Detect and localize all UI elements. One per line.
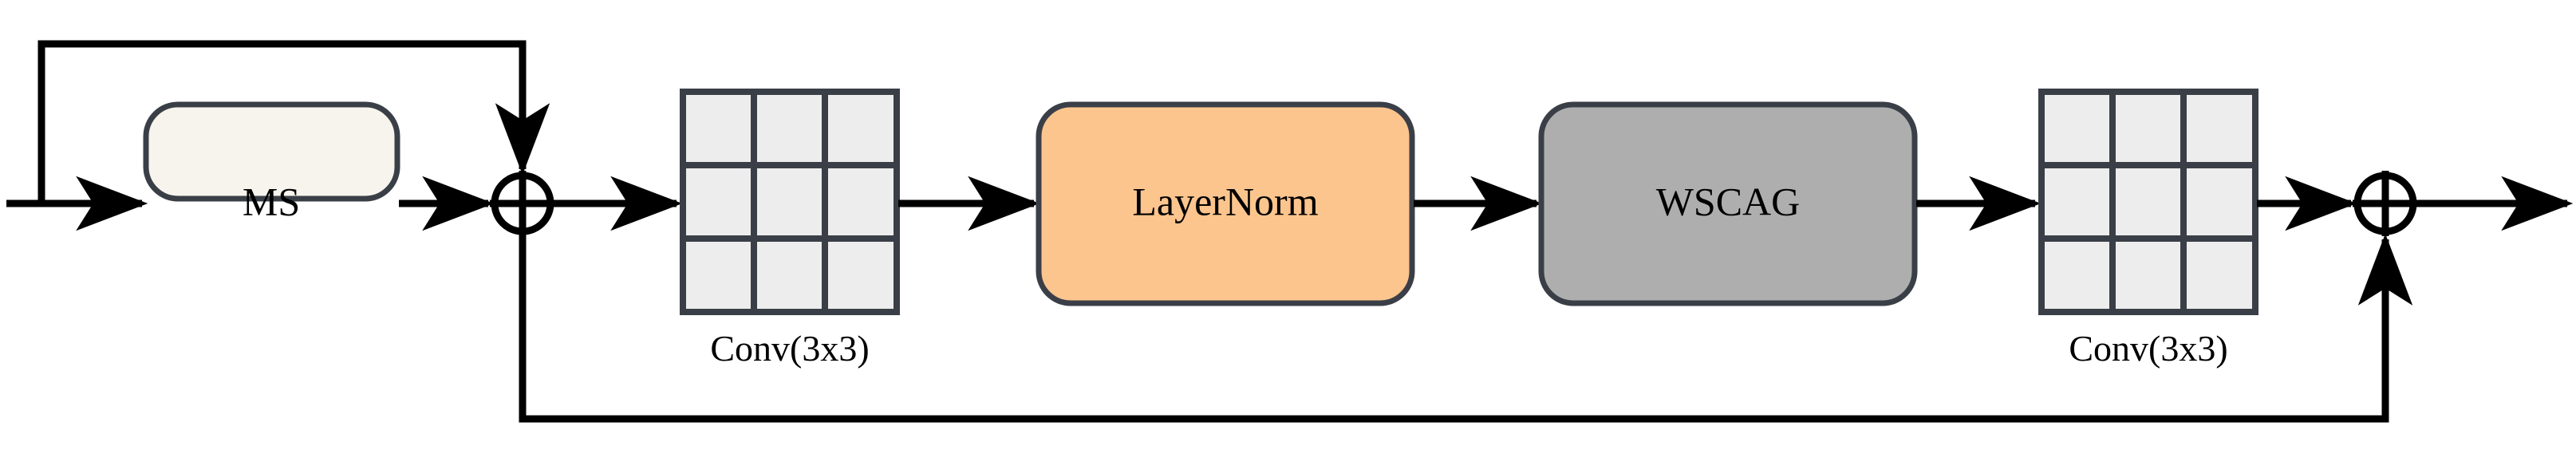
wscag-label: WSCAG: [1656, 179, 1801, 223]
skip-top-path: [37, 40, 550, 203]
conv-left-caption: Conv(3x3): [710, 328, 869, 369]
node-conv-right[interactable]: Conv(3x3): [2038, 89, 2258, 369]
node-conv-left[interactable]: Conv(3x3): [680, 89, 900, 369]
node-add-2[interactable]: [2353, 171, 2418, 236]
conv-right-grid[interactable]: [2038, 89, 2258, 315]
skip-bottom-path: [519, 231, 2413, 423]
layernorm-label: LayerNorm: [1132, 179, 1318, 223]
node-add-1[interactable]: [490, 171, 555, 236]
edge-skip-top: [37, 40, 550, 203]
node-wscag[interactable]: WSCAG: [1538, 101, 1918, 306]
conv-left-grid[interactable]: [680, 89, 900, 315]
wscag-box[interactable]: [1538, 101, 1918, 306]
conv-right-caption: Conv(3x3): [2069, 328, 2227, 369]
node-layernorm[interactable]: LayerNorm: [1036, 101, 1415, 306]
edge-skip-bottom: [519, 231, 2413, 423]
ms-box[interactable]: [143, 101, 400, 202]
ms-label: MS: [243, 179, 300, 223]
layernorm-box[interactable]: [1036, 101, 1415, 306]
node-ms[interactable]: MS: [143, 101, 400, 223]
